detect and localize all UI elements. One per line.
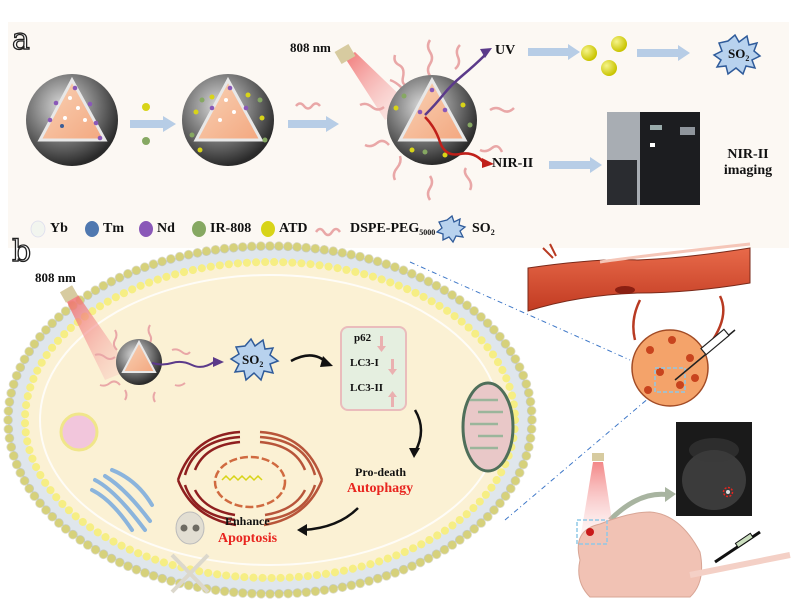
pro-death-label: Pro-death xyxy=(355,465,407,479)
blood-vessel-icon xyxy=(527,242,751,345)
peg-subscript: 5000 xyxy=(419,228,436,237)
ir808-legend-icon xyxy=(192,221,206,237)
so2-subscript: 2 xyxy=(259,360,264,369)
yb-legend-icon xyxy=(30,220,46,238)
mitochondrion-icon xyxy=(461,381,515,473)
trend-up-icon xyxy=(388,391,397,407)
marker-lc3-ii: LC3-II xyxy=(350,382,384,394)
imaging-label-line1: NIR-II xyxy=(727,147,769,162)
nir-emission-arrow xyxy=(424,116,486,165)
imaging-label-line2: imaging xyxy=(723,163,773,178)
peg-chain-icon xyxy=(295,102,321,110)
legend-icons xyxy=(30,214,467,244)
legend-label-peg: DSPE-PEG5000 xyxy=(350,221,435,237)
legend-label-atd: ATD xyxy=(279,221,308,236)
legend-label-yb: Yb xyxy=(50,221,68,236)
tm-legend-icon xyxy=(85,221,99,237)
autophagy-label: Autophagy xyxy=(347,481,414,496)
nanoparticle-pegylated xyxy=(359,39,515,201)
legend-label-tm: Tm xyxy=(103,221,124,236)
trend-down-icon xyxy=(388,359,397,375)
nanoparticle-core-shell xyxy=(26,74,118,166)
so2-burst-label: SO2 xyxy=(728,46,749,63)
nir-ii-label: NIR-II xyxy=(492,156,534,171)
nir-ii-imaging-system-photo xyxy=(607,112,700,205)
atd-legend-icon xyxy=(261,221,275,237)
laser-wavelength-label: 808 nm xyxy=(35,270,76,285)
so2-subscript: 2 xyxy=(745,54,750,63)
uv-label: UV xyxy=(495,43,516,58)
so2-text: SO xyxy=(472,221,491,236)
legend-label-nd: Nd xyxy=(157,221,175,236)
nd-legend-icon xyxy=(139,221,153,237)
legend-label-so2: SO2 xyxy=(472,221,495,237)
syringe-icon xyxy=(714,530,761,564)
zoom-guide-line xyxy=(504,396,651,521)
legend-label-ir808: IR-808 xyxy=(210,221,252,236)
golgi-apparatus-icon xyxy=(90,468,154,532)
laser-wavelength-label: 808 nm xyxy=(290,40,331,55)
so2-burst-icon xyxy=(712,33,762,76)
trend-down-icon xyxy=(377,336,386,352)
endoplasmic-reticulum-icon xyxy=(176,430,324,527)
imaging-arrow xyxy=(608,491,671,522)
so2-text: SO xyxy=(728,46,746,61)
so2-subscript: 2 xyxy=(490,228,495,237)
nir-ii-mouse-image xyxy=(676,422,752,516)
nanoparticle-loaded xyxy=(182,74,274,166)
marker-lc3-i: LC3-I xyxy=(350,357,379,369)
atd-ball xyxy=(611,36,627,52)
pathway-arrow xyxy=(302,507,359,532)
so2-legend-icon xyxy=(435,214,467,244)
so2-text: SO xyxy=(242,352,260,367)
nir-ii-imaging-label: NIR-II imaging xyxy=(720,147,776,179)
panel-b-label: b xyxy=(11,233,32,269)
so2-burst-icon xyxy=(229,337,280,382)
uv-emission-arrow xyxy=(424,54,486,116)
atd-molecule-icon xyxy=(142,103,150,111)
atd-ball xyxy=(581,45,597,61)
lysosome-icon xyxy=(59,412,99,452)
ir808-molecule-icon xyxy=(142,137,150,145)
syringe-icon xyxy=(674,328,736,381)
nanoparticle-in-cell xyxy=(94,324,191,403)
uv-emission-arrow xyxy=(151,360,215,368)
peg-legend-icon xyxy=(314,227,342,237)
apoptosis-label: Apoptosis xyxy=(218,531,278,546)
autophagy-marker-box xyxy=(340,326,407,411)
enhance-label: Enhance xyxy=(225,514,270,528)
so2-burst-label: SO2 xyxy=(242,352,263,369)
nude-mouse-icon xyxy=(576,511,791,598)
peg-text: DSPE-PEG xyxy=(350,221,420,236)
zoom-guide-line xyxy=(409,261,631,361)
atd-ball xyxy=(601,60,617,76)
marker-p62: p62 xyxy=(354,332,372,344)
panel-a-label: a xyxy=(11,21,30,57)
skull-icon xyxy=(170,511,210,594)
tumor-signal-marker xyxy=(722,486,734,498)
trend-arrows xyxy=(377,336,397,407)
tumor-cluster-icon xyxy=(631,329,709,407)
